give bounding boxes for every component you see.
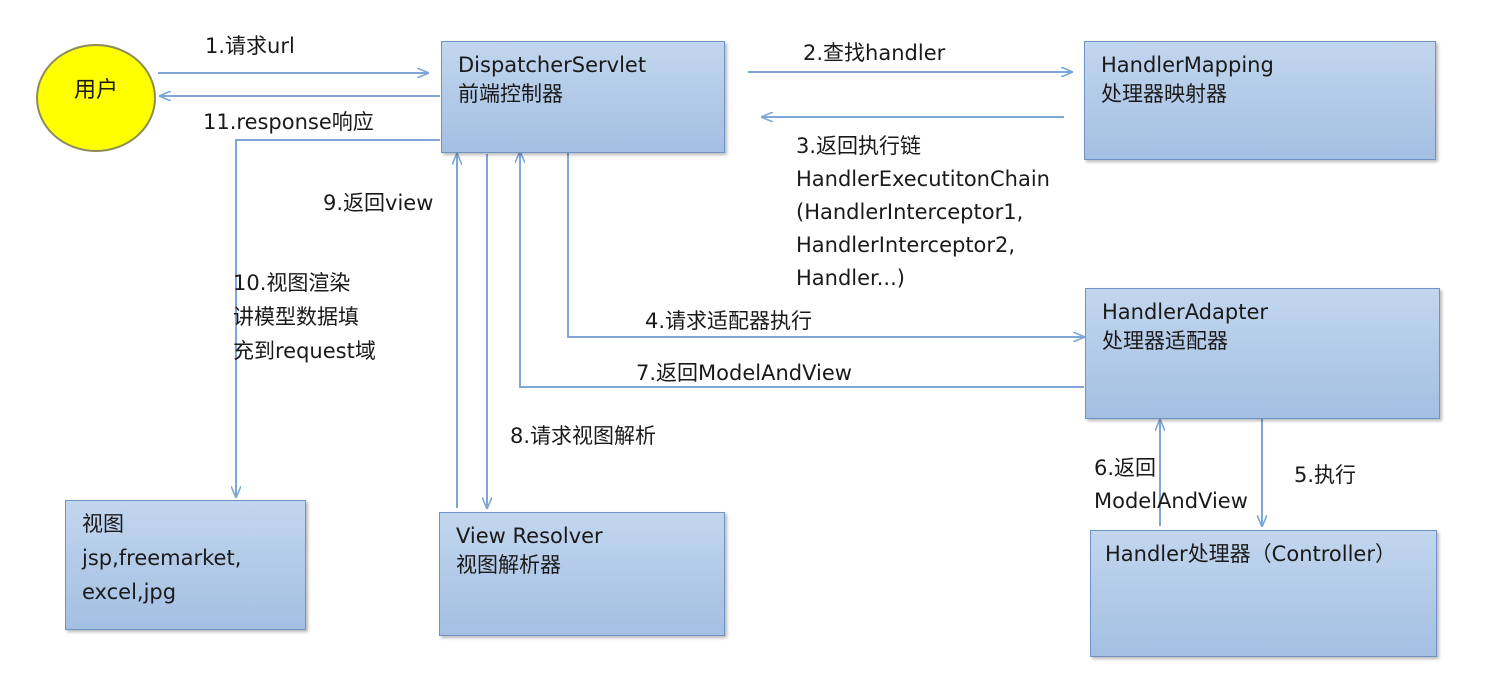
view-title: 视图 [82, 512, 124, 536]
arrow-request-adapter [567, 144, 1084, 337]
view-resolver-subtitle: 视图解析器 [456, 553, 561, 577]
handler-mapping-box: HandlerMapping 处理器映射器 [1084, 41, 1436, 160]
label-handler-return: 6.返回 ModelAndView [1094, 452, 1248, 518]
handler-adapter-box: HandlerAdapter 处理器适配器 [1085, 288, 1440, 419]
label-return-chain-line2: HandlerExecutitonChain [796, 167, 1050, 191]
handler-controller-box: Handler处理器（Controller） [1090, 530, 1437, 657]
label-view-render: 10.视图渲染 讲模型数据填 充到request域 [233, 266, 376, 368]
label-return-chain-line1: 3.返回执行链 [796, 134, 922, 158]
label-return-chain: 3.返回执行链 HandlerExecutitonChain (HandlerI… [796, 130, 1050, 295]
arrow-return-modelandview [520, 152, 1084, 388]
label-return-modelandview: 7.返回ModelAndView [636, 361, 852, 385]
view-types-line1: jsp,freemarket, [82, 546, 242, 570]
user-label: 用户 [73, 78, 118, 103]
handler-adapter-title: HandlerAdapter [1102, 300, 1269, 324]
arrow-view-render [236, 139, 440, 497]
handler-mapping-subtitle: 处理器映射器 [1101, 82, 1227, 106]
label-return-chain-line4: HandlerInterceptor2, [796, 233, 1016, 257]
label-view-render-line2: 讲模型数据填 [233, 305, 359, 329]
label-request-view-resolve: 8.请求视图解析 [510, 424, 657, 448]
handler-mapping-title: HandlerMapping [1101, 53, 1274, 77]
label-handler-return-line2: ModelAndView [1094, 489, 1248, 513]
dispatcher-title: DispatcherServlet [458, 53, 647, 77]
dispatcher-servlet-box: DispatcherServlet 前端控制器 [441, 41, 725, 153]
label-execute: 5.执行 [1294, 463, 1357, 487]
label-request-url: 1.请求url [205, 34, 295, 58]
view-box: 视图 jsp,freemarket, excel,jpg [65, 500, 306, 630]
handler-title: Handler处理器（Controller） [1105, 542, 1396, 566]
dispatcher-subtitle: 前端控制器 [458, 82, 563, 106]
label-view-render-line3: 充到request域 [233, 339, 376, 363]
label-response: 11.response响应 [203, 110, 374, 134]
view-resolver-box: View Resolver 视图解析器 [439, 512, 725, 636]
label-request-adapter: 4.请求适配器执行 [645, 309, 813, 333]
view-resolver-title: View Resolver [456, 524, 603, 548]
user-node: 用户 [36, 44, 156, 152]
label-return-chain-line5: Handler...) [796, 266, 905, 290]
label-return-view: 9.返回view [323, 191, 434, 215]
label-view-render-line1: 10.视图渲染 [233, 271, 351, 295]
label-return-chain-line3: (HandlerInterceptor1, [796, 200, 1024, 224]
handler-adapter-subtitle: 处理器适配器 [1102, 329, 1228, 353]
label-find-handler: 2.查找handler [803, 41, 946, 65]
label-handler-return-line1: 6.返回 [1094, 456, 1157, 480]
view-types-line2: excel,jpg [82, 580, 177, 604]
